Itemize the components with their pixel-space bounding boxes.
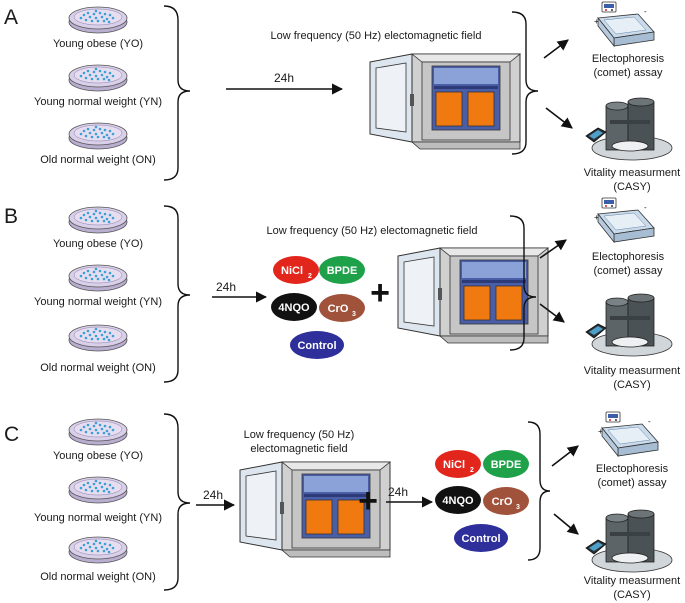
plus-sign: + (370, 274, 390, 312)
treatment-label: 4NQO (278, 302, 310, 314)
treatment-label: 4NQO (442, 495, 474, 507)
treatment-label: BPDE (327, 265, 358, 277)
casy-instrument-icon (585, 509, 673, 573)
petri-dish-icon (68, 64, 128, 92)
panel-c: C Young obese (YO) Young normal weight (… (4, 411, 680, 601)
brace (163, 413, 191, 591)
treatment-nicl (435, 450, 481, 478)
time-label: 24h (203, 488, 223, 502)
outcome-label: (comet) assay (593, 67, 663, 79)
outcome-label: (CASY) (613, 181, 650, 193)
treatment-subscript: 2 (308, 273, 312, 280)
brace (163, 205, 191, 383)
panel-letter: C (4, 423, 19, 446)
treatment-nicl (273, 256, 319, 284)
brace (163, 5, 191, 181)
treatment-bpde (483, 450, 529, 478)
dish-label: Old normal weight (ON) (40, 154, 156, 166)
arrow (539, 303, 565, 323)
brace (511, 11, 539, 155)
treatment-label: Control (461, 533, 500, 545)
outcome-label: Vitality measurment (584, 575, 680, 587)
outcome-label: (comet) assay (593, 265, 663, 277)
treatment-label: Control (297, 340, 336, 352)
brace (509, 215, 537, 351)
dish-label: Old normal weight (ON) (40, 362, 156, 374)
field-label: electomagnetic field (250, 443, 347, 455)
casy-instrument-icon (585, 293, 673, 357)
brace (527, 421, 551, 561)
arrow (551, 445, 579, 467)
petri-dish-icon (68, 536, 128, 564)
treatment-group: NiCl 2 BPDE 4NQO CrO 3 Control (435, 450, 529, 552)
dish-label: Young obese (YO) (53, 238, 143, 250)
time-label: 24h (216, 280, 236, 294)
treatment-group: NiCl 2 BPDE 4NQO CrO 3 Control (271, 256, 365, 359)
treatment-label: CrO (492, 496, 513, 508)
treatment-subscript: 3 (516, 504, 520, 511)
arrow (553, 513, 579, 535)
electrophoresis-icon (597, 411, 659, 457)
panel-b: B Young obese (YO) Young normal weight (… (4, 197, 680, 391)
dish-label: Old normal weight (ON) (40, 571, 156, 583)
casy-instrument-icon (585, 97, 673, 161)
petri-dish-icon (68, 324, 128, 352)
panel-letter: A (4, 6, 18, 29)
treatment-4nqo (435, 486, 481, 514)
field-label: Low frequency (50 Hz) electomagnetic fie… (271, 30, 482, 42)
outcome-label: Electophoresis (596, 463, 669, 475)
panel-a: A Young obese (YO) Young normal weight (… (4, 1, 680, 193)
treatment-label: CrO (328, 303, 349, 315)
treatment-label: NiCl (443, 459, 465, 471)
treatment-subscript: 3 (352, 311, 356, 318)
dish-label: Young normal weight (YN) (34, 512, 162, 524)
outcome-label: (CASY) (613, 379, 650, 391)
outcome-label: Vitality measurment (584, 365, 680, 377)
electrophoresis-icon (593, 1, 655, 47)
outcome-label: Electophoresis (592, 251, 665, 263)
dish-label: Young normal weight (YN) (34, 296, 162, 308)
arrow (539, 239, 567, 259)
incubator-icon (397, 247, 549, 344)
arrow (543, 39, 569, 59)
treatment-control (454, 524, 508, 552)
time-label: 24h (388, 485, 408, 499)
petri-dish-icon (68, 6, 128, 34)
field-label: Low frequency (50 Hz) electomagnetic fie… (267, 225, 478, 237)
treatment-subscript: 2 (470, 467, 474, 474)
treatment-bpde (319, 256, 365, 284)
petri-dish-icon (68, 418, 128, 446)
dish-label: Young normal weight (YN) (34, 96, 162, 108)
dish-label: Young obese (YO) (53, 450, 143, 462)
petri-dish-icon (68, 476, 128, 504)
panel-letter: B (4, 205, 18, 228)
petri-dish-icon (68, 122, 128, 150)
outcome-label: Vitality measurment (584, 167, 680, 179)
petri-dish-icon (68, 206, 128, 234)
outcome-label: Electophoresis (592, 53, 665, 65)
treatment-cro3 (319, 294, 365, 322)
treatment-4nqo (271, 293, 317, 321)
time-label: 24h (274, 71, 294, 85)
outcome-label: (CASY) (613, 589, 650, 601)
treatment-control (290, 331, 344, 359)
outcome-label: (comet) assay (597, 477, 667, 489)
electrophoresis-icon (593, 197, 655, 243)
petri-dish-icon (68, 264, 128, 292)
plus-sign: + (358, 482, 378, 520)
treatment-cro3 (483, 487, 529, 515)
field-label: Low frequency (50 Hz) (244, 429, 355, 441)
treatment-label: NiCl (281, 265, 303, 277)
dish-label: Young obese (YO) (53, 38, 143, 50)
incubator-icon (369, 53, 521, 150)
treatment-label: BPDE (491, 459, 522, 471)
arrow (545, 107, 573, 129)
